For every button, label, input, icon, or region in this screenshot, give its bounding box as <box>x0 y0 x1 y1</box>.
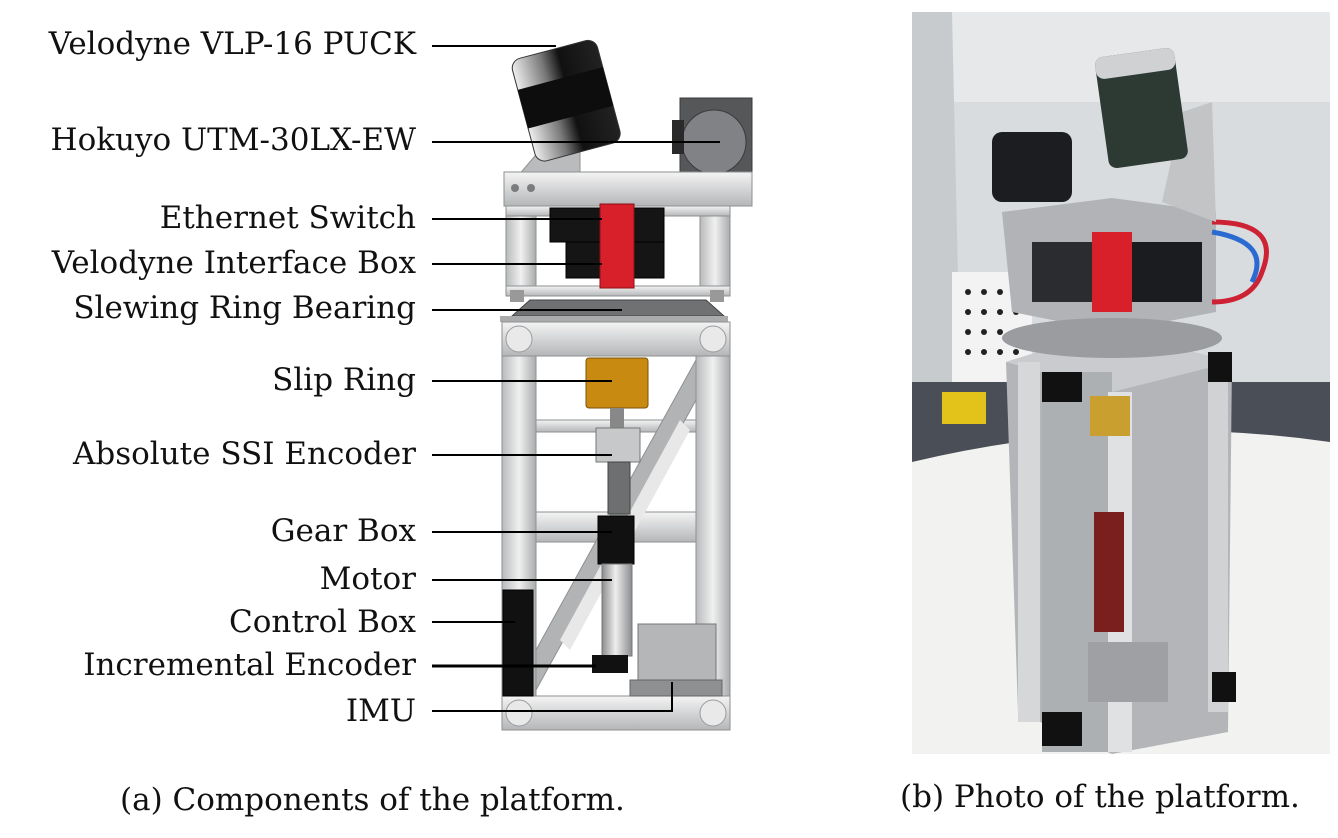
caption-a: (a) Components of the platform. <box>120 782 625 818</box>
label-ethernet-switch: Ethernet Switch <box>159 200 416 236</box>
label-control-box: Control Box <box>229 604 416 640</box>
control-box-part <box>502 589 534 697</box>
caption-b: (b) Photo of the platform. <box>900 779 1300 815</box>
label-imu: IMU <box>345 693 416 729</box>
slewing-ring-part <box>500 290 728 322</box>
incremental-encoder-part <box>592 655 628 673</box>
platform-cad-drawing <box>432 39 753 731</box>
label-velodyne-interface-box: Velodyne Interface Box <box>51 245 416 281</box>
label-slip-ring: Slip Ring <box>272 362 416 398</box>
platform-photo <box>912 12 1330 754</box>
velodyne-puck-part <box>504 39 621 191</box>
slip-ring-part <box>585 357 649 428</box>
label-incremental-encoder: Incremental Encoder <box>83 647 416 683</box>
gearbox-motor-part <box>597 515 635 657</box>
label-velodyne-puck: Velodyne VLP-16 PUCK <box>48 26 416 62</box>
label-absolute-ssi-encoder: Absolute SSI Encoder <box>73 436 416 472</box>
ssi-encoder-part <box>595 427 641 515</box>
ethernet-switch-part <box>549 203 665 289</box>
label-slewing-ring-bearing: Slewing Ring Bearing <box>73 290 416 326</box>
leader-lines <box>432 45 720 712</box>
label-gear-box: Gear Box <box>270 513 416 549</box>
label-motor: Motor <box>319 561 416 597</box>
label-hokuyo: Hokuyo UTM-30LX-EW <box>50 122 416 158</box>
top-plate <box>503 171 753 207</box>
imu-part <box>629 623 723 697</box>
